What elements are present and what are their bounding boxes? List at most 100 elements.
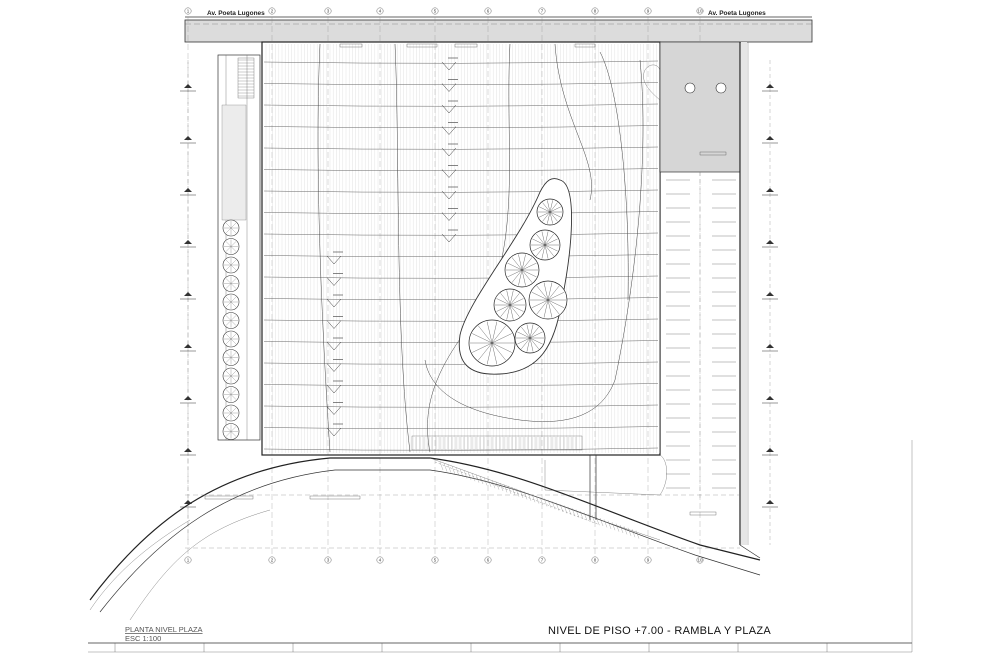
roof-band: [263, 189, 659, 193]
tree-branch: [230, 278, 237, 284]
tree-branch: [547, 200, 551, 213]
elevation-arrow: [766, 84, 774, 88]
annotation-tag: [574, 43, 596, 48]
grid-label-bottom: 8: [594, 558, 597, 563]
tree-branch: [517, 337, 531, 345]
drawing-title: NIVEL DE PISO +7.00 - RAMBLA Y PLAZA: [548, 625, 771, 637]
tree-branch: [486, 342, 493, 365]
ramp-hatch-line: [591, 515, 596, 524]
roof-band: [263, 60, 659, 64]
grid-label-top: 1: [187, 9, 190, 14]
tree-branch: [544, 244, 554, 257]
parking-stalls: [666, 172, 736, 500]
v-marker: [326, 320, 342, 329]
tree-branch: [539, 206, 551, 213]
ramp-hatch-line: [615, 523, 620, 532]
roof-band: [263, 361, 659, 365]
tree-branch: [547, 299, 560, 315]
ramp-hatch-line: [499, 482, 504, 492]
contour-line: [317, 43, 331, 453]
left-tree-row: [222, 219, 240, 440]
v-marker: [441, 190, 457, 200]
tree-branch: [549, 211, 553, 224]
roof-band: [263, 275, 659, 279]
ramp-hatch-line: [551, 501, 556, 510]
v-marker: [326, 384, 342, 394]
annotation-tags: [204, 43, 727, 516]
tree-branch: [517, 331, 531, 339]
tree-branch: [478, 325, 493, 344]
v-marker: [441, 169, 457, 178]
contour-line: [394, 43, 411, 453]
tree-branch: [225, 375, 232, 382]
tree-branch: [230, 431, 237, 437]
roof-band: [263, 146, 659, 150]
ramp-hatch-line: [483, 477, 488, 486]
elevation-arrow: [766, 136, 774, 140]
tree-branch: [521, 269, 526, 286]
tree-branch: [518, 269, 523, 286]
tree-branch: [509, 304, 514, 320]
tree-branch: [500, 293, 511, 306]
elevation-arrow: [766, 448, 774, 452]
tree-branch: [230, 352, 237, 358]
tree-branch: [230, 222, 237, 229]
tree-branch: [549, 211, 558, 222]
v-marker: [441, 126, 457, 135]
ramp-hatch-line: [547, 499, 552, 508]
ramp-hatch-line: [511, 487, 516, 496]
tree-branch: [544, 238, 558, 246]
v-marker: [326, 341, 342, 351]
elevation-arrow: [766, 240, 774, 244]
roof-band: [263, 426, 659, 430]
frame-ticks: [114, 643, 828, 652]
section-markers: [326, 57, 458, 437]
v-marker: [326, 255, 342, 265]
roof-band: [263, 297, 659, 301]
elevation-arrow: [184, 136, 192, 140]
tree-branch: [549, 202, 558, 213]
lower-rambla: [89, 435, 761, 621]
tree-branch: [230, 357, 237, 363]
annotation-tag: [406, 43, 438, 48]
tree-branch: [230, 426, 237, 432]
tree-branch: [543, 299, 549, 318]
left-stair: [238, 59, 254, 97]
grid-bubble-top: [324, 7, 332, 15]
island-trees: [468, 198, 568, 367]
tree-branch: [225, 222, 232, 229]
tree-branch: [491, 325, 506, 344]
tree-branch: [536, 244, 546, 257]
ramp-hatch-line: [503, 484, 508, 493]
tree-branch: [544, 244, 558, 252]
tree-branch: [230, 315, 237, 321]
tree-branch: [526, 337, 531, 352]
roof-band: [263, 125, 659, 129]
tree-branch: [536, 285, 549, 301]
tree-branch: [225, 227, 232, 234]
grid-bubble-top: [431, 7, 439, 15]
v-marker: [326, 406, 342, 415]
ramp-hatch-line: [439, 461, 444, 471]
tree-branch: [230, 389, 237, 395]
grid-bubble-bottom: [591, 556, 599, 564]
tree-branch: [230, 259, 237, 266]
grid-label-top: 9: [647, 9, 650, 14]
tree-branch: [521, 337, 531, 350]
grid-label-bottom: 1: [187, 558, 190, 563]
tree-branch: [549, 211, 561, 218]
tree-branch: [230, 375, 237, 382]
v-marker: [441, 212, 457, 221]
tree-branch: [500, 304, 511, 317]
tree-branch: [230, 227, 237, 234]
tree-branch: [518, 254, 523, 271]
tree-branch: [491, 342, 506, 361]
contour-line: [424, 59, 644, 422]
annotation-tag: [689, 511, 717, 516]
grid-label-bottom: 2: [271, 558, 274, 563]
tree-branch: [544, 231, 549, 246]
tree-branch: [511, 257, 523, 271]
ramp-hatch-line: [619, 524, 624, 534]
tree-branch: [230, 320, 237, 326]
tree-branch: [549, 206, 561, 213]
